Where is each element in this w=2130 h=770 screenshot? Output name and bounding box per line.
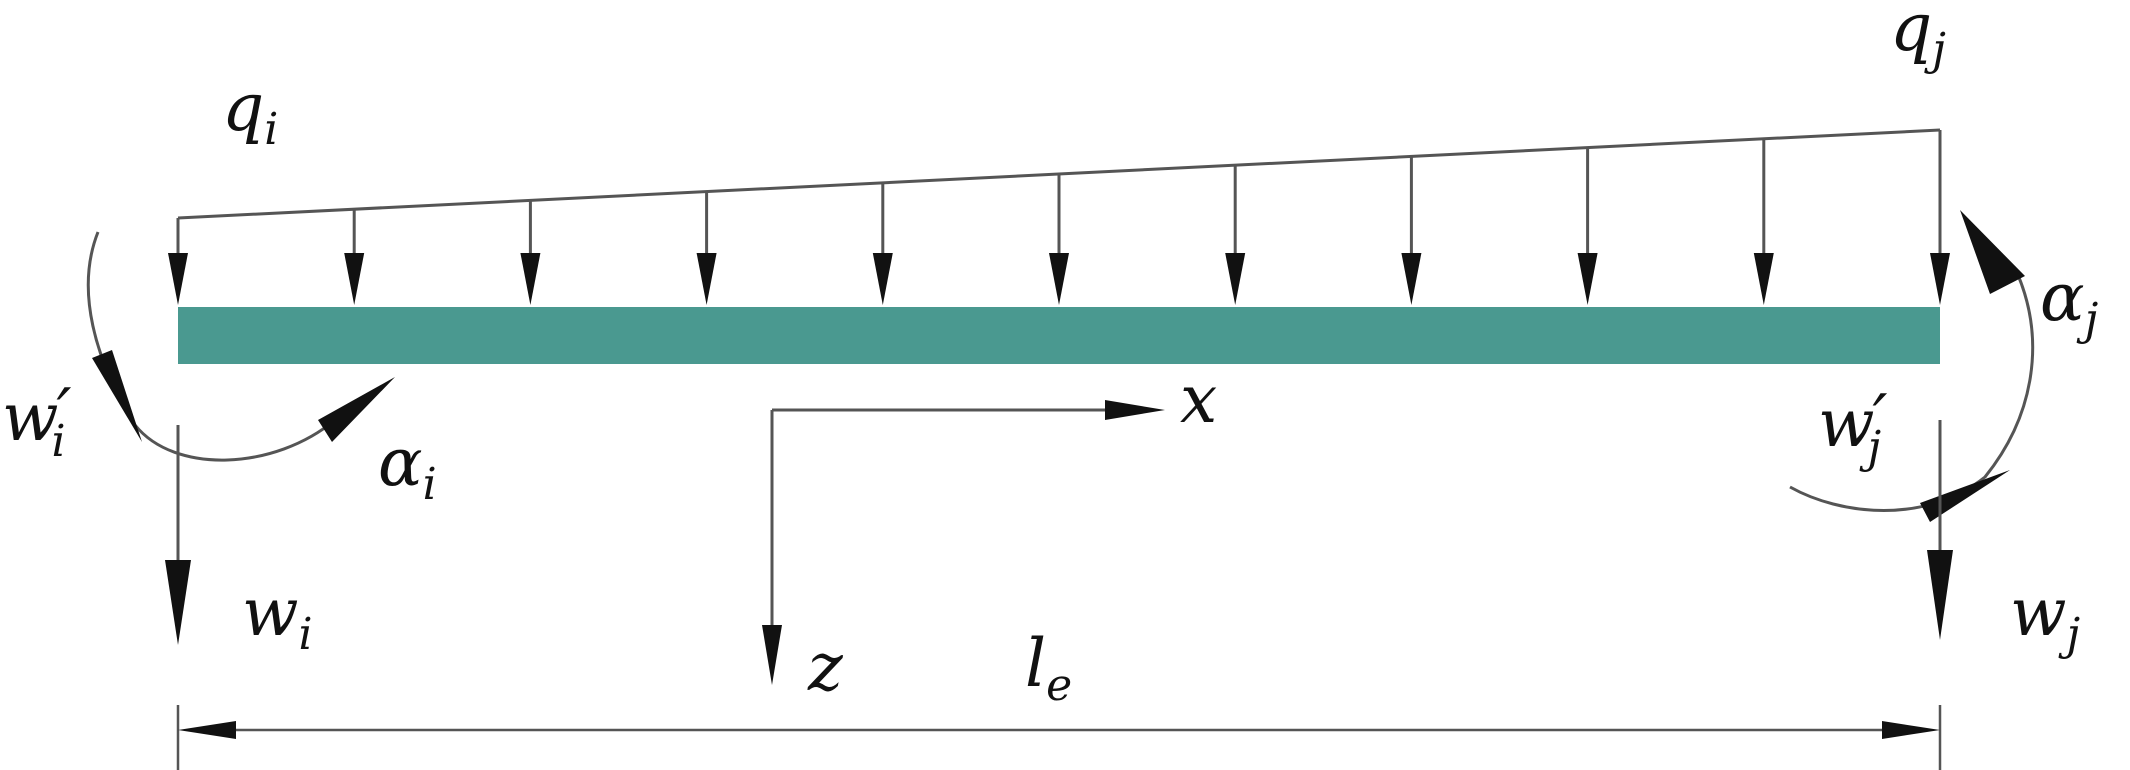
- load-arrow: [1225, 165, 1246, 305]
- label-element-length: le: [1025, 625, 1072, 711]
- load-arrow: [344, 209, 365, 305]
- load-arrow: [1577, 147, 1598, 305]
- w-i-arrowhead: [165, 560, 191, 645]
- load-arrowhead: [1225, 253, 1246, 305]
- label-q-i: qi: [222, 69, 278, 155]
- load-arrowhead: [1577, 253, 1598, 305]
- load-arrow: [696, 191, 717, 305]
- left-rotation-arrowhead-top: [92, 350, 142, 442]
- right-rotation-arrowhead-top: [1960, 210, 2025, 294]
- label-q-j: qj: [1890, 0, 1946, 75]
- load-arrow: [1401, 156, 1422, 305]
- dimension-arrowhead-right: [1882, 721, 1940, 739]
- beam: [178, 307, 1940, 364]
- load-arrow: [872, 182, 893, 305]
- load-arrows: [168, 130, 1950, 305]
- label-x-axis: x: [1180, 361, 1217, 438]
- right-rotation-arc: [1789, 274, 2035, 512]
- label-w-prime-i: w′i: [2, 375, 72, 467]
- load-arrow: [168, 218, 188, 305]
- left-rotation-arrowhead-bottom: [318, 377, 395, 442]
- z-axis-arrowhead: [762, 625, 782, 685]
- load-arrow: [1049, 174, 1069, 305]
- load-arrow: [1930, 130, 1950, 305]
- x-axis-arrowhead: [1105, 400, 1165, 420]
- load-arrowhead: [344, 253, 365, 305]
- dimension-arrowhead-left: [178, 721, 236, 739]
- label-w-i: wi: [242, 574, 313, 660]
- load-arrow: [520, 200, 541, 305]
- load-arrowhead: [1401, 253, 1422, 305]
- load-arrow: [1753, 138, 1774, 305]
- w-j-arrowhead: [1927, 550, 1953, 640]
- load-arrowhead: [520, 253, 541, 305]
- label-w-j: wj: [2010, 574, 2080, 660]
- label-z-axis: z: [807, 629, 844, 706]
- load-arrowhead: [168, 253, 188, 305]
- right-rotation-arrowhead-bottom: [1920, 470, 2010, 522]
- label-alpha-j: αj: [2040, 259, 2098, 345]
- load-arrowhead: [696, 253, 717, 305]
- label-w-prime-j: w′j: [1818, 381, 1888, 473]
- load-arrowhead: [1049, 253, 1069, 305]
- load-arrowhead: [1753, 253, 1774, 305]
- load-arrowhead: [872, 253, 893, 305]
- label-alpha-i: αi: [378, 424, 437, 510]
- load-arrowhead: [1930, 253, 1950, 305]
